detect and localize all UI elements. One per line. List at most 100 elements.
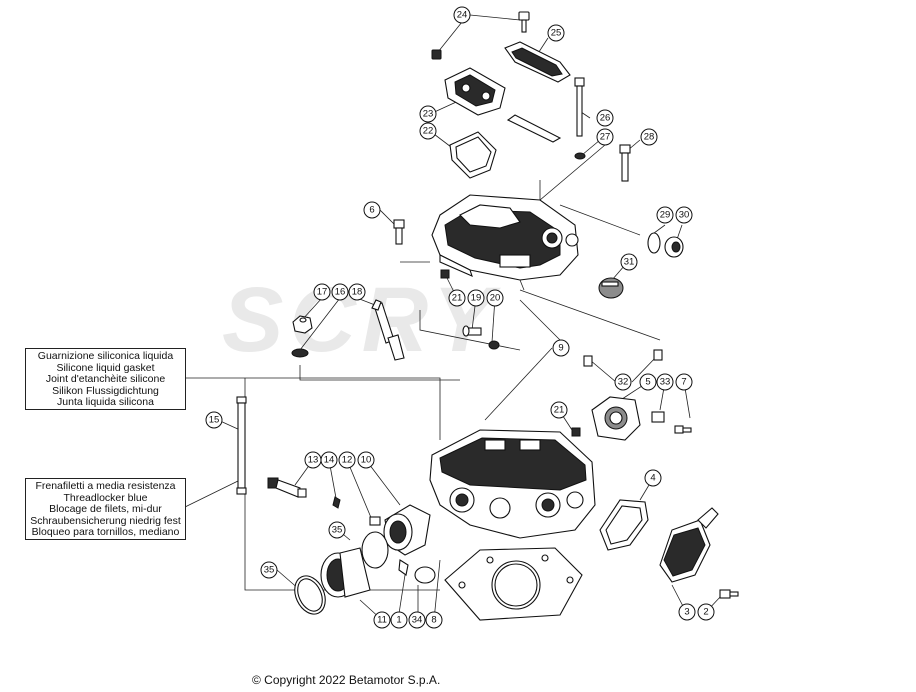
svg-text:10: 10 (361, 455, 372, 466)
part-pin-21b (571, 427, 581, 437)
callout-24: 24 (453, 6, 471, 24)
svg-text:7: 7 (681, 377, 686, 388)
callout-34: 34 (408, 611, 426, 629)
part-cover-25 (504, 41, 571, 83)
callout-4: 4 (644, 469, 662, 487)
part-cap-29-30 (647, 232, 684, 258)
callout-group: 24 25 23 22 26 27 28 6 29 30 31 17 16 18… (205, 6, 715, 629)
svg-text:31: 31 (624, 257, 635, 268)
svg-text:6: 6 (369, 205, 374, 216)
svg-text:13: 13 (308, 455, 319, 466)
part-bolt-2 (719, 589, 739, 599)
callout-6: 6 (363, 201, 381, 219)
callout-21: 21 (448, 289, 466, 307)
callout-28: 28 (640, 128, 658, 146)
svg-text:24: 24 (457, 10, 468, 21)
svg-text:27: 27 (600, 132, 611, 143)
callout-9: 9 (552, 339, 570, 357)
part-33 (651, 411, 665, 423)
svg-text:12: 12 (342, 455, 353, 466)
svg-text:8: 8 (431, 615, 436, 626)
svg-text:2: 2 (703, 607, 708, 618)
callout-7: 7 (675, 373, 693, 391)
svg-text:32: 32 (618, 377, 629, 388)
callout-35b: 35 (260, 561, 278, 579)
callout-13: 13 (304, 451, 322, 469)
svg-text:18: 18 (352, 287, 363, 298)
part-bolt-19-20 (462, 325, 500, 350)
callout-19: 19 (467, 289, 485, 307)
svg-text:21: 21 (554, 405, 565, 416)
callout-14: 14 (320, 451, 338, 469)
svg-text:4: 4 (650, 473, 655, 484)
part-bolt-26 (574, 77, 586, 160)
part-bolt-28 (619, 144, 631, 182)
callout-21b: 21 (550, 401, 568, 419)
part-nut-17-16 (291, 315, 313, 358)
part-valve-housing (431, 194, 579, 281)
part-cylinder-head (429, 429, 596, 539)
callout-27: 27 (596, 128, 614, 146)
callout-18: 18 (348, 283, 366, 301)
part-bolt-12 (369, 516, 381, 526)
svg-text:16: 16 (335, 287, 346, 298)
svg-text:28: 28 (644, 132, 655, 143)
part-intake-10 (383, 504, 431, 556)
callout-16: 16 (331, 283, 349, 301)
part-dowel-32b (653, 349, 663, 361)
svg-text:22: 22 (423, 126, 434, 137)
part-bolt-7 (674, 425, 692, 434)
part-head-gasket-8 (444, 547, 583, 621)
part-reed-strip (506, 114, 562, 143)
part-pin-21 (440, 269, 450, 279)
part-flange-5 (591, 396, 641, 441)
svg-text:25: 25 (551, 28, 562, 39)
svg-text:26: 26 (600, 113, 611, 124)
callout-33: 33 (656, 373, 674, 391)
part-thermostat-3 (659, 507, 719, 583)
svg-text:1: 1 (396, 615, 401, 626)
svg-text:3: 3 (684, 607, 689, 618)
part-dowel-32a (583, 355, 593, 367)
callout-8: 8 (425, 611, 443, 629)
svg-text:15: 15 (209, 415, 220, 426)
part-sensor-13 (267, 477, 307, 498)
callout-10: 10 (357, 451, 375, 469)
svg-text:30: 30 (679, 210, 690, 221)
svg-text:35: 35 (264, 565, 275, 576)
part-spark-plug-18 (371, 299, 405, 361)
callout-26: 26 (596, 109, 614, 127)
svg-text:9: 9 (558, 343, 563, 354)
part-screw-24 (431, 11, 530, 60)
part-stud-15 (236, 396, 247, 495)
callout-17: 17 (313, 283, 331, 301)
callout-30: 30 (675, 206, 693, 224)
leader-lines (184, 14, 723, 621)
part-gasket-22-inner (455, 136, 492, 173)
callout-12: 12 (338, 451, 356, 469)
svg-text:14: 14 (324, 455, 335, 466)
callout-1: 1 (390, 611, 408, 629)
copyright-text: © Copyright 2022 Betamotor S.p.A. (252, 673, 441, 687)
svg-text:23: 23 (423, 109, 434, 120)
svg-text:20: 20 (490, 293, 501, 304)
part-plug-31 (598, 277, 624, 299)
part-bolt-6 (393, 219, 405, 245)
svg-text:11: 11 (377, 615, 387, 626)
svg-text:21: 21 (452, 293, 463, 304)
svg-text:34: 34 (412, 615, 423, 626)
callout-35a: 35 (328, 521, 346, 539)
callout-11: 11 (373, 611, 391, 629)
callout-32: 32 (614, 373, 632, 391)
callout-15: 15 (205, 411, 223, 429)
part-14 (332, 496, 341, 509)
callout-2: 2 (697, 603, 715, 621)
svg-text:29: 29 (660, 210, 671, 221)
svg-text:19: 19 (471, 293, 482, 304)
callout-20: 20 (486, 289, 504, 307)
part-gasket-4-inner (605, 505, 643, 545)
part-clamp-35 (294, 575, 326, 615)
part-clip-34 (398, 559, 436, 584)
